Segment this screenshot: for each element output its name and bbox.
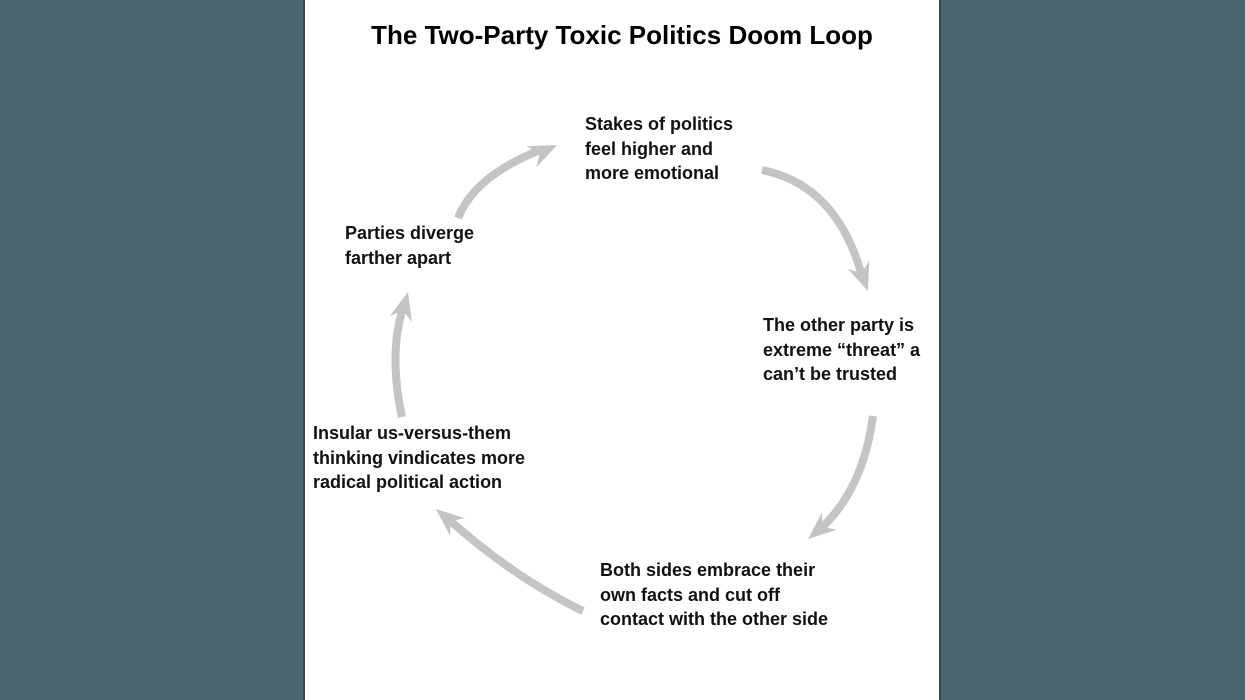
node-text-line: contact with the other side (600, 609, 829, 629)
node-text-line: Both sides embrace their (600, 560, 816, 580)
node-text-line: can’t be trusted (763, 364, 898, 384)
node-text-line: Parties diverge (345, 223, 475, 243)
cycle-node-insular-thinking: Insular us-versus-them thinking vindicat… (313, 421, 525, 495)
node-text-line: own facts and cut off (600, 584, 780, 605)
curved-arrow-icon-other-party-to-both-sides (808, 415, 877, 539)
node-text-line: Insular us-versus-them (313, 423, 512, 443)
node-text-line: radical political action (313, 472, 503, 492)
node-text-line: Stakes of politics (585, 114, 734, 134)
node-text-line: extreme “threat” a (763, 339, 921, 360)
curved-arrow-icon-stakes-to-other-party (761, 166, 870, 291)
curved-arrow-icon-both-sides-to-insular (436, 509, 585, 615)
node-text-line: more emotional (585, 163, 720, 183)
cycle-node-both-sides-own-facts: Both sides embrace their own facts and c… (600, 558, 828, 632)
diagram-panel: The Two-Party Toxic Politics Doom Loop (303, 0, 941, 700)
node-text-line: feel higher and (585, 138, 714, 159)
page-title: The Two-Party Toxic Politics Doom Loop (371, 20, 873, 50)
node-text-line: thinking vindicates more (313, 447, 526, 468)
cycle-node-other-party-threat: The other party is extreme “threat” a ca… (763, 313, 920, 387)
node-text-line: farther apart (345, 247, 452, 268)
diagram-canvas: The Two-Party Toxic Politics Doom Loop (305, 0, 939, 700)
cycle-node-parties-diverge: Parties diverge farther apart (345, 221, 474, 270)
node-text-line: The other party is (763, 315, 915, 335)
cycle-node-stakes-higher: Stakes of politics feel higher and more … (585, 112, 733, 186)
curved-arrow-icon-parties-to-stakes (454, 145, 557, 220)
curved-arrow-icon-insular-to-parties (389, 292, 412, 418)
